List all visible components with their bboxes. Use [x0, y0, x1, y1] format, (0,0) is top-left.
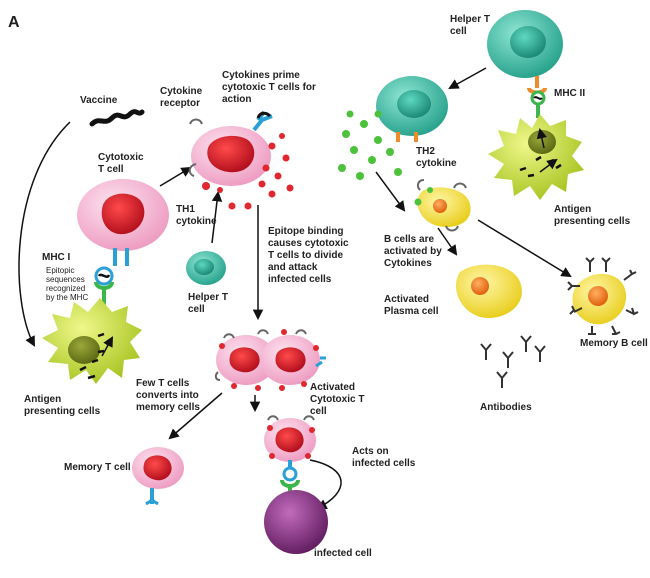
label-memory-t-cell: Memory T cell	[64, 462, 131, 473]
label-antigen-presenting-right: Antigen presenting cells	[554, 204, 631, 227]
label-helper-t-cell-left: Helper T cell	[188, 292, 229, 315]
memory-t-cell	[132, 447, 184, 506]
memory-b-cell	[567, 257, 639, 335]
primed-cytotoxic-t-cell	[188, 110, 273, 193]
arrow-cytotoxic-to-primed	[159, 166, 192, 187]
label-activated-cytotoxic: Activated Cytotoxic T cell	[310, 382, 365, 417]
label-mhc-i: MHC I	[42, 252, 71, 263]
mhc-i-complex	[94, 266, 114, 308]
th1-cytokine-dots	[228, 133, 294, 210]
antigen-presenting-cell-right	[488, 114, 584, 200]
label-th2-cytokine: TH2 cytokine	[416, 146, 457, 169]
cytotoxic-t-cell	[77, 179, 169, 266]
label-cytokines-prime: Cytokines prime cytotoxic T cells for ac…	[222, 70, 316, 105]
b-cell	[414, 179, 471, 232]
arrow-dividing-to-memory	[168, 392, 223, 440]
helper-t-cell-right	[487, 10, 563, 95]
vaccine-strand-icon	[89, 109, 145, 127]
activated-cytotoxic-t-cell	[264, 415, 316, 496]
th2-cytokine-dots	[338, 110, 402, 180]
panel-label: A	[8, 14, 20, 31]
arrow-bcell-to-plasma	[437, 227, 458, 256]
label-antigen-presenting-left: Antigen presenting cells	[24, 394, 101, 417]
label-vaccine: Vaccine	[80, 95, 118, 106]
dividing-t-cells	[214, 329, 326, 391]
arrow-acts-on-infected	[309, 459, 342, 509]
label-memory-b-cell: Memory B cell	[580, 338, 648, 349]
mhc-ii-complex	[530, 90, 546, 118]
antibody-icons	[480, 335, 546, 388]
label-antibodies: Antibodies	[480, 402, 532, 413]
label-activated-plasma: Activated Plasma cell	[384, 294, 439, 317]
th2-helper-t-cell	[376, 76, 448, 142]
arrow-bcell-to-memory-b	[477, 219, 572, 278]
label-cytokine-receptor: Cytokine receptor	[160, 86, 203, 109]
label-epitopic-sequences: Epitopic sequences recognized by the MHC	[46, 266, 89, 302]
label-few-t-cells: Few T cells converts into memory cells	[136, 378, 200, 413]
label-th1-cytokine: TH1 cytokine	[176, 204, 217, 227]
activated-plasma-cell	[455, 264, 522, 318]
label-epitope-binding: Epitope binding causes cytotoxic T cells…	[268, 226, 349, 285]
flow-arrows	[18, 67, 572, 509]
arrow-vaccine-to-apc	[18, 121, 71, 347]
label-acts-on-infected: Acts on infected cells	[352, 446, 416, 469]
antigen-presenting-cell-left	[42, 298, 142, 384]
label-helper-t-cell-right: Helper T cell	[450, 14, 491, 37]
helper-t-cell-left	[186, 251, 226, 285]
label-mhc-ii: MHC II	[554, 88, 586, 99]
arrow-helper-to-th2	[448, 67, 487, 90]
infected-cell	[264, 490, 328, 554]
label-infected-cell: infected cell	[314, 548, 372, 559]
arrow-th2-to-bcell	[375, 171, 406, 212]
arrow-th1-to-primed	[211, 190, 223, 244]
label-b-cells-activated: B cells are activated by Cytokines	[384, 234, 442, 269]
label-cytotoxic-t-cell: Cytotoxic T cell	[98, 152, 144, 175]
